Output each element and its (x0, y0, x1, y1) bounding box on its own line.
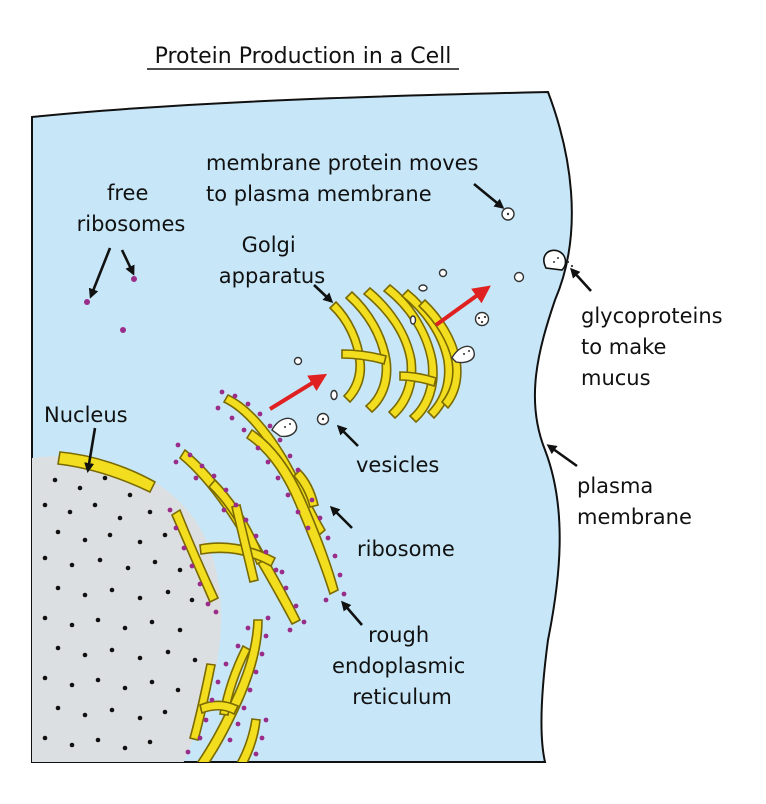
membrane-protein-arrow (473, 182, 505, 209)
glycoproteins-arrow (569, 267, 592, 292)
label-membrane-protein: membrane protein moves to plasma membran… (206, 151, 485, 206)
diagram-title: Protein Production in a Cell (155, 44, 452, 69)
free-ribosome-dots (84, 276, 137, 333)
label-glycoproteins: glycoproteins to make mucus (581, 304, 729, 390)
vesicles-arrow (336, 424, 359, 447)
label-rough-er: rough endoplasmic reticulum (332, 623, 472, 709)
label-plasma-membrane: plasma membrane (577, 474, 692, 529)
label-free-ribosomes: free ribosomes (77, 181, 186, 236)
er-ribosomes (167, 389, 347, 757)
chromatin-dots (42, 475, 198, 751)
free-ribosomes-arrow-1 (88, 247, 112, 299)
vesicles (271, 207, 525, 438)
free-ribosomes-arrow-2 (120, 249, 135, 276)
nucleus-arrow (84, 427, 97, 473)
label-golgi: Golgi apparatus (219, 233, 325, 288)
ribosome-arrow (329, 505, 353, 529)
plasma-membrane-arrow (546, 444, 578, 468)
rough-er-arrow (341, 600, 363, 626)
label-nucleus: Nucleus (44, 403, 128, 427)
rough-er-lower (189, 619, 263, 762)
nuclear-envelope (57, 451, 157, 494)
golgi-to-membrane-arrow (434, 285, 491, 327)
rough-endoplasmic-reticulum (170, 393, 339, 626)
label-ribosome: ribosome (357, 537, 455, 561)
golgi-apparatus (328, 283, 462, 424)
glycoprotein-exocytosis (543, 249, 567, 271)
nucleus (32, 456, 222, 762)
golgi-arrow (313, 284, 334, 304)
label-vesicles: vesicles (356, 453, 439, 477)
er-to-golgi-arrow (268, 373, 328, 411)
